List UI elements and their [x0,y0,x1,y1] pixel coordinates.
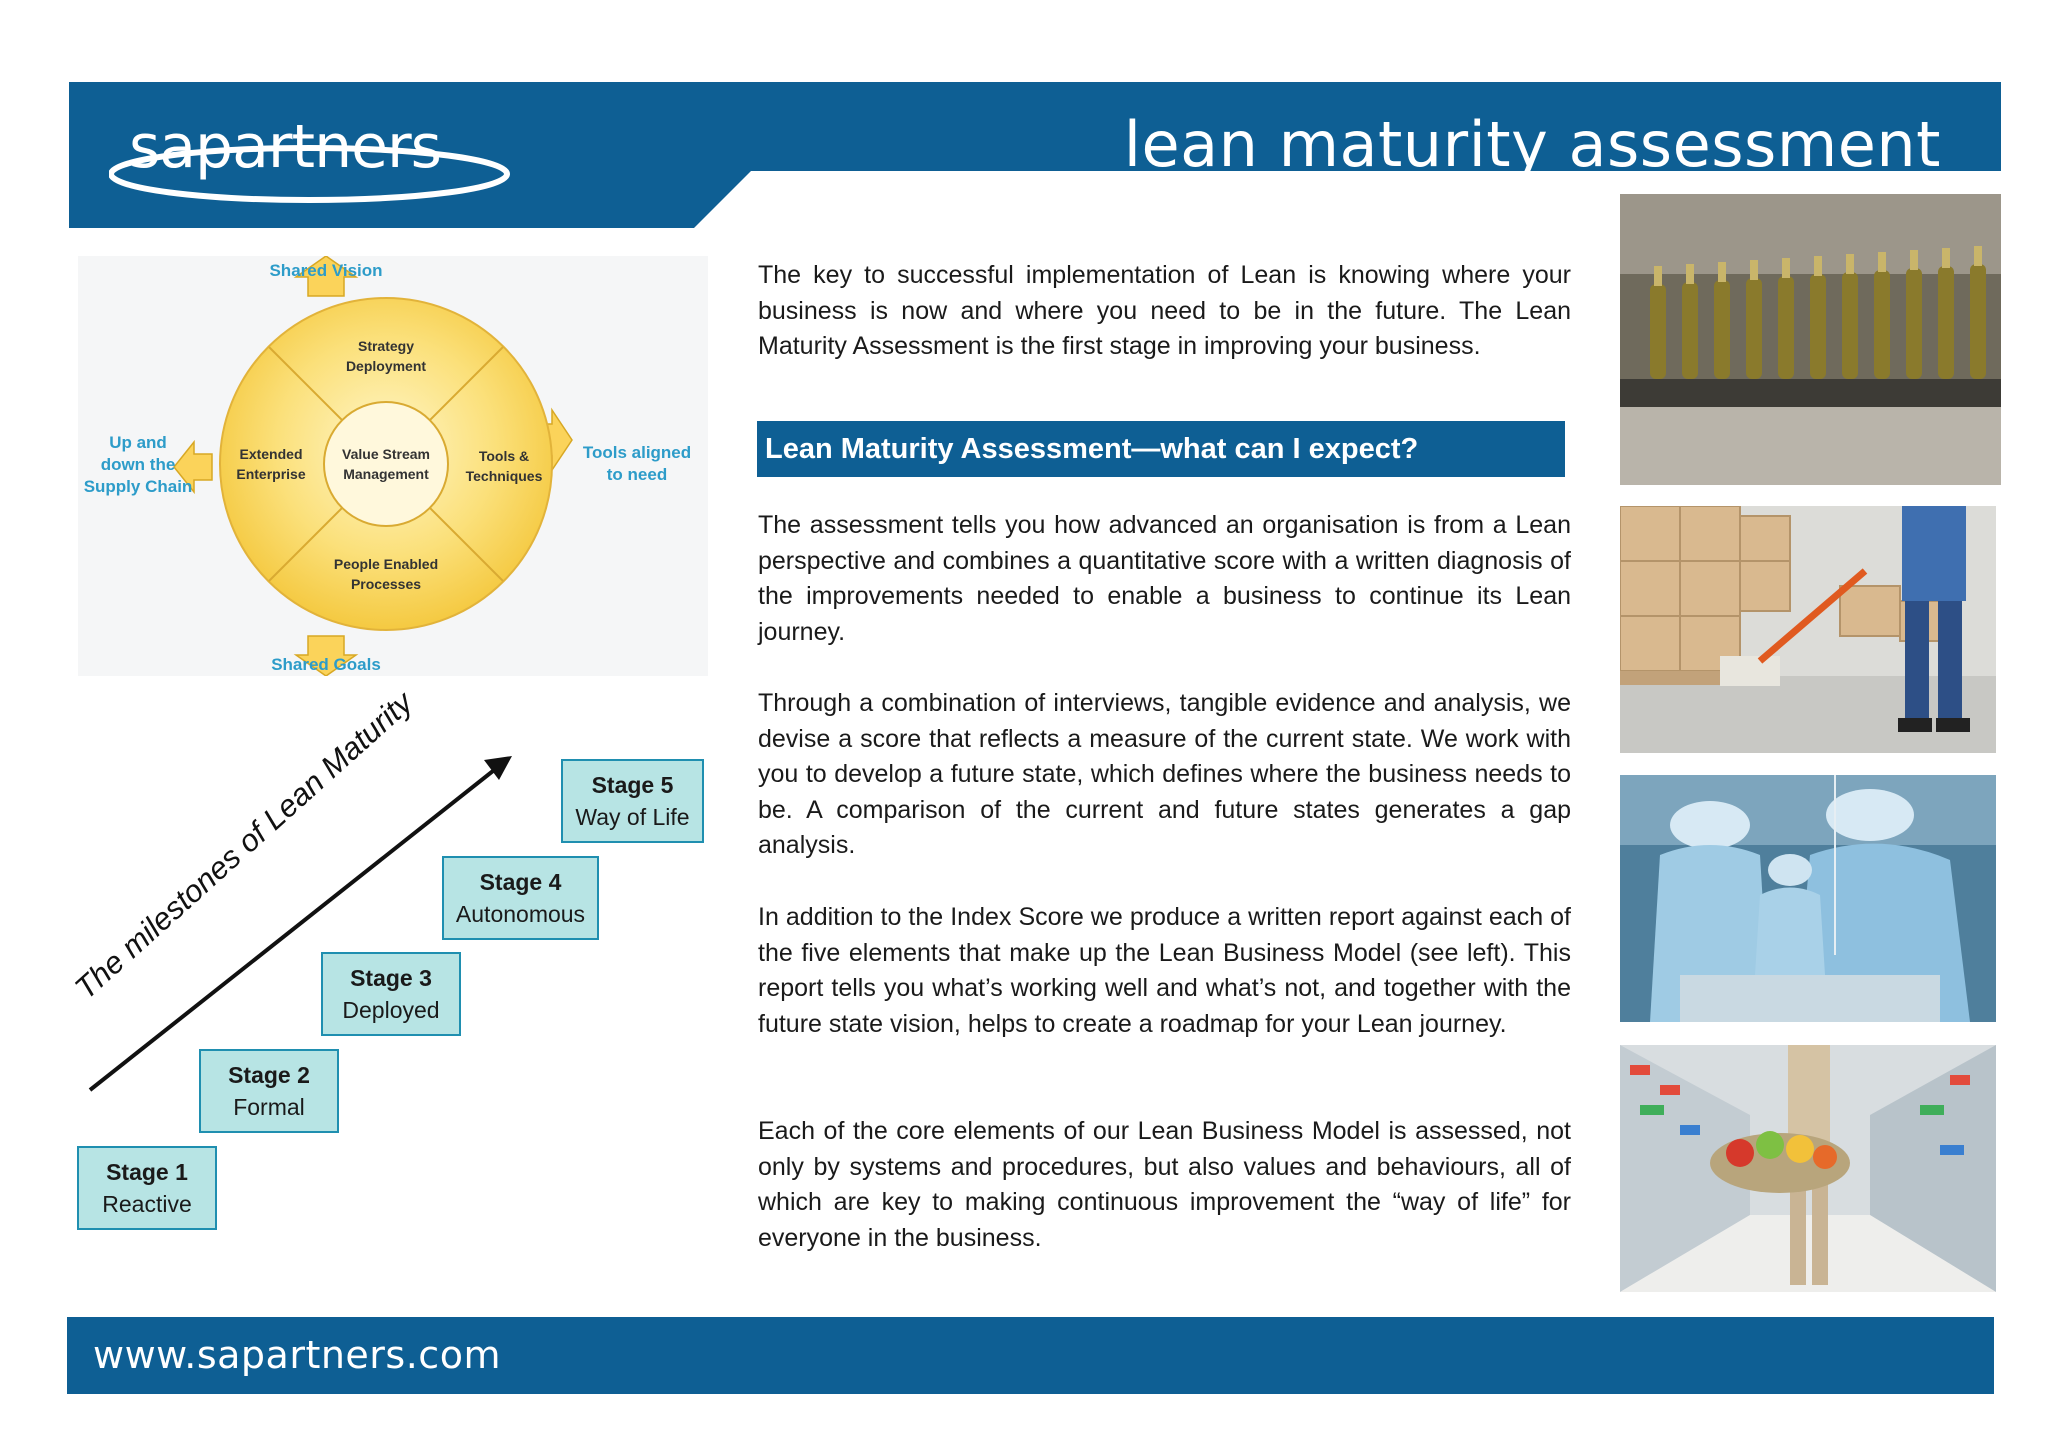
hospital-photo [1620,775,1996,1022]
website-link[interactable]: www.sapartners.com [93,1333,501,1377]
tools-techniques-label: Tools &Techniques [465,448,543,484]
model-circle-graphic [173,256,573,676]
intro-paragraph: The key to successful implementation of … [758,261,1571,361]
logo-swoosh-icon [109,145,510,203]
warehouse-photo [1620,506,1996,753]
logo: sapartners [109,102,529,212]
footer-bar: www.sapartners.com [67,1317,1994,1394]
header-banner: sapartners lean maturity assessment [69,82,2001,228]
section-heading: Lean Maturity Assessment—what can I expe… [757,421,1565,477]
maturity-arrow-icon [88,756,512,1092]
logo-text: sapartners [129,112,442,182]
approach-paragraph: Through a combination of interviews, tan… [758,689,1571,860]
supermarket-photo [1620,1045,1996,1292]
shared-vision-label: Shared Vision [269,261,383,280]
shared-goals-label: Shared Goals [271,655,381,674]
report-paragraph: In addition to the Index Score we produc… [758,903,1571,1038]
header-shape [69,82,2001,228]
assessment-paragraph: The assessment tells you how advanced an… [758,511,1571,646]
core-elements-paragraph: Each of the core elements of our Lean Bu… [758,1117,1571,1252]
page-title: lean maturity assessment [1123,108,1941,181]
bottling-line-photo [1620,194,2001,485]
